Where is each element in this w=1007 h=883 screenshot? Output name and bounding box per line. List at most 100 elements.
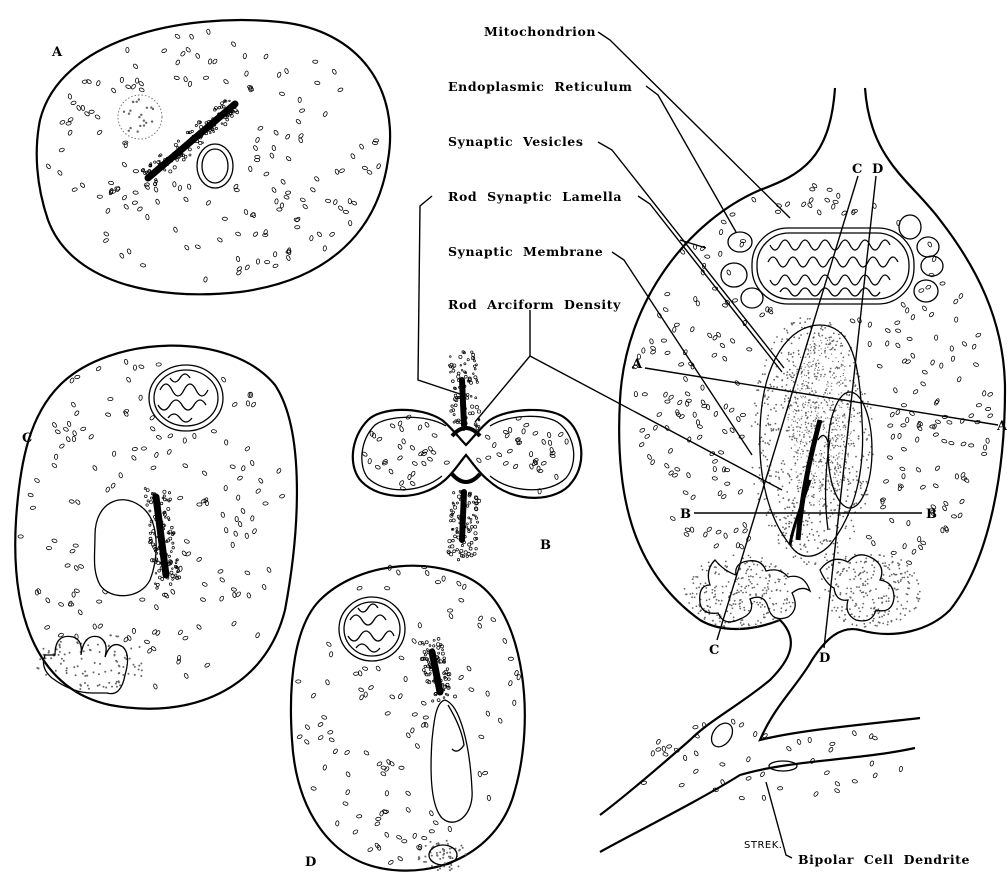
synaptic-vesicle bbox=[454, 535, 457, 538]
vesicle bbox=[247, 592, 251, 598]
synaptic-vesicle bbox=[472, 514, 474, 516]
stipple-dot bbox=[853, 525, 855, 527]
stipple-dot bbox=[791, 447, 792, 448]
stipple-dot bbox=[800, 453, 801, 454]
stipple-dot bbox=[793, 556, 795, 558]
stipple-dot bbox=[795, 413, 796, 414]
vesicle bbox=[333, 199, 338, 205]
vesicle bbox=[96, 80, 101, 86]
stipple-dot bbox=[831, 610, 833, 612]
stipple-dot bbox=[800, 334, 802, 336]
stipple-dot bbox=[755, 405, 757, 407]
vesicle bbox=[730, 212, 736, 216]
stipple-dot bbox=[897, 562, 899, 564]
stipple-dot bbox=[848, 468, 850, 470]
stipple-dot bbox=[855, 603, 857, 605]
stipple-dot bbox=[836, 455, 837, 456]
vesicle bbox=[280, 203, 284, 209]
stipple-dot bbox=[55, 670, 57, 672]
stipple-dot bbox=[837, 463, 839, 465]
stipple-dot bbox=[777, 489, 779, 491]
stipple-dot bbox=[793, 381, 795, 383]
synaptic-vesicle bbox=[150, 497, 152, 499]
stipple-dot bbox=[840, 376, 841, 377]
vesicle bbox=[476, 457, 482, 463]
synaptic-vesicle bbox=[160, 502, 163, 505]
vesicle bbox=[187, 184, 192, 190]
stipple-dot bbox=[900, 619, 902, 621]
synaptic-vesicle bbox=[461, 369, 463, 371]
vesicle bbox=[112, 451, 116, 457]
stipple-dot bbox=[803, 561, 805, 563]
stipple-dot bbox=[79, 684, 81, 686]
stipple-dot bbox=[849, 482, 851, 484]
stipple-dot bbox=[799, 322, 801, 324]
stipple-dot bbox=[814, 358, 815, 359]
vesicle bbox=[358, 687, 364, 692]
vesicle bbox=[694, 733, 700, 739]
stipple-dot bbox=[765, 359, 767, 361]
stipple-dot bbox=[870, 554, 872, 556]
stipple-dot bbox=[842, 437, 843, 438]
dendrite-process-c bbox=[36, 634, 143, 693]
stipple-dot bbox=[86, 675, 88, 677]
stipple-dot bbox=[782, 407, 784, 409]
stipple-dot bbox=[771, 430, 773, 432]
stipple-dot bbox=[806, 417, 808, 419]
stipple-dot bbox=[840, 400, 841, 401]
stipple-dot bbox=[841, 438, 842, 439]
synaptic-vesicle bbox=[474, 515, 476, 517]
stipple-dot bbox=[798, 350, 800, 352]
stipple-dot bbox=[828, 337, 830, 339]
stipple-dot bbox=[853, 578, 855, 580]
stipple-dot bbox=[802, 386, 803, 387]
stipple-dot bbox=[869, 591, 871, 593]
vesicle bbox=[380, 771, 386, 776]
synaptic-vesicle bbox=[450, 371, 452, 373]
stipple-dot bbox=[801, 533, 803, 535]
vesicle bbox=[722, 429, 728, 435]
vesicle bbox=[237, 475, 243, 480]
vesicle bbox=[706, 526, 712, 532]
stipple-dot bbox=[418, 858, 420, 860]
stipple-dot bbox=[740, 622, 742, 624]
vesicle bbox=[693, 768, 699, 774]
stipple-dot bbox=[776, 336, 778, 338]
stipple-dot bbox=[814, 373, 816, 375]
vesicle bbox=[144, 640, 150, 645]
stipple-dot bbox=[866, 615, 868, 617]
stipple-dot bbox=[793, 434, 794, 435]
stipple-dot bbox=[851, 623, 853, 625]
vesicle bbox=[384, 832, 389, 838]
vesicle bbox=[987, 392, 993, 397]
vesicle bbox=[356, 814, 362, 818]
stipple-dot bbox=[897, 580, 899, 582]
stipple-dot bbox=[791, 425, 792, 426]
stipple-dot bbox=[794, 444, 795, 445]
stipple-dot bbox=[836, 376, 837, 377]
stipple-dot bbox=[865, 580, 867, 582]
synaptic-vesicle bbox=[156, 587, 158, 589]
vesicle bbox=[81, 105, 85, 111]
synaptic-vesicle bbox=[154, 583, 156, 585]
stipple-dot bbox=[800, 396, 801, 397]
stipple-dot bbox=[806, 443, 808, 445]
vesicle bbox=[650, 459, 655, 465]
vesicle bbox=[273, 264, 279, 269]
stipple-dot bbox=[768, 424, 770, 426]
stipple-dot bbox=[805, 357, 806, 358]
stipple-dot bbox=[808, 561, 810, 563]
stipple-dot bbox=[853, 531, 855, 533]
stipple-dot bbox=[801, 371, 803, 373]
vesicle bbox=[325, 199, 331, 203]
stipple-dot bbox=[841, 606, 843, 608]
stipple-dot bbox=[430, 841, 432, 843]
stipple-dot bbox=[834, 377, 835, 378]
stipple-dot bbox=[866, 438, 868, 440]
vesicle bbox=[716, 530, 722, 535]
vesicle bbox=[352, 829, 358, 835]
stipple-dot bbox=[60, 663, 62, 665]
stipple-dot bbox=[864, 503, 866, 505]
vesicle bbox=[131, 84, 137, 90]
stipple-dot bbox=[759, 577, 761, 579]
